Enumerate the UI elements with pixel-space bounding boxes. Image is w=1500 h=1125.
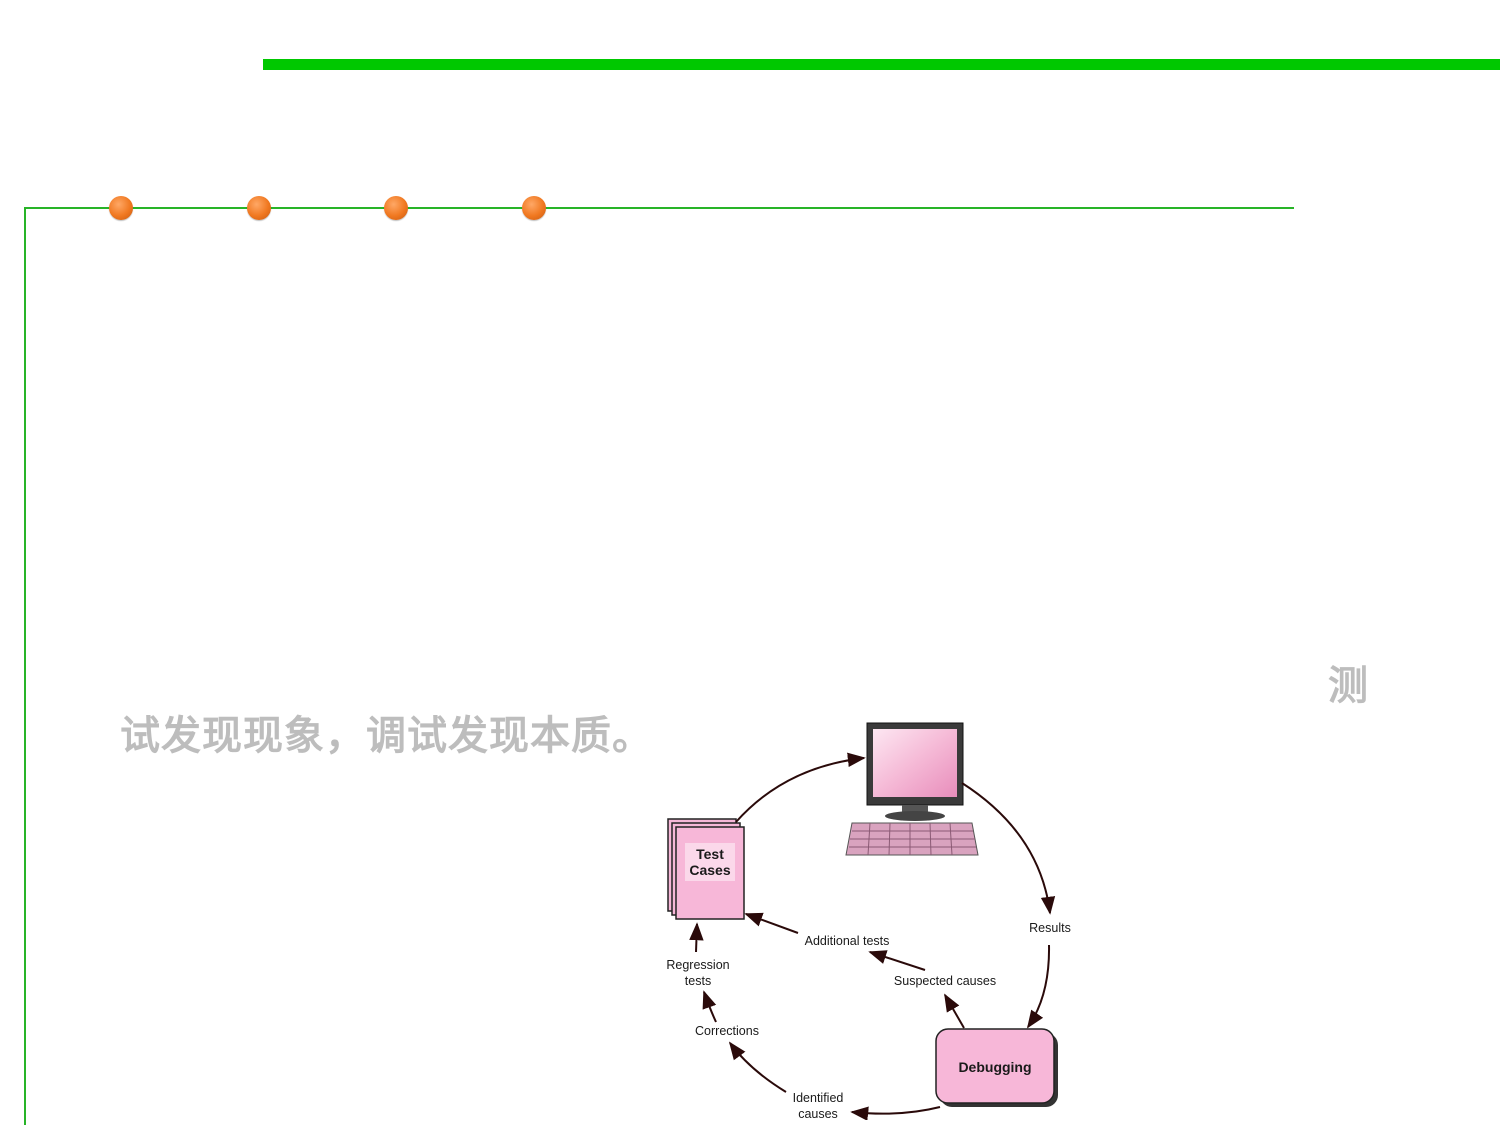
debugging-box: Debugging — [935, 1028, 1058, 1107]
decor-dot-4 — [522, 196, 546, 220]
identified-causes-label-2: causes — [798, 1107, 838, 1120]
decor-dot-1 — [109, 196, 133, 220]
body-text-line-1-end: 测 — [1328, 663, 1369, 709]
debugging-process-diagram: Test Cases Debugging — [666, 722, 1071, 1120]
decor-dot-3 — [384, 196, 408, 220]
regression-tests-label-2: tests — [685, 974, 711, 988]
test-cases-label-2: Cases — [689, 862, 730, 878]
computer-icon — [845, 722, 979, 856]
regression-tests-label-1: Regression — [666, 958, 729, 972]
top-accent-bar — [263, 59, 1500, 70]
decor-horizontal-line — [24, 207, 1294, 209]
flow-arrows — [689, 752, 1056, 1120]
test-cases-icon: Test Cases — [667, 818, 745, 920]
test-cases-label-1: Test — [696, 846, 724, 862]
corrections-label: Corrections — [695, 1024, 759, 1038]
decor-dot-2 — [247, 196, 271, 220]
decor-vertical-line — [24, 207, 26, 1125]
suspected-causes-label: Suspected causes — [894, 974, 996, 988]
identified-causes-label-1: Identified — [793, 1091, 844, 1105]
body-text-line-2: 试发现现象，调试发现本质。 — [120, 713, 653, 759]
additional-tests-label: Additional tests — [805, 934, 890, 948]
debugging-label: Debugging — [958, 1059, 1031, 1075]
results-label: Results — [1029, 921, 1071, 935]
